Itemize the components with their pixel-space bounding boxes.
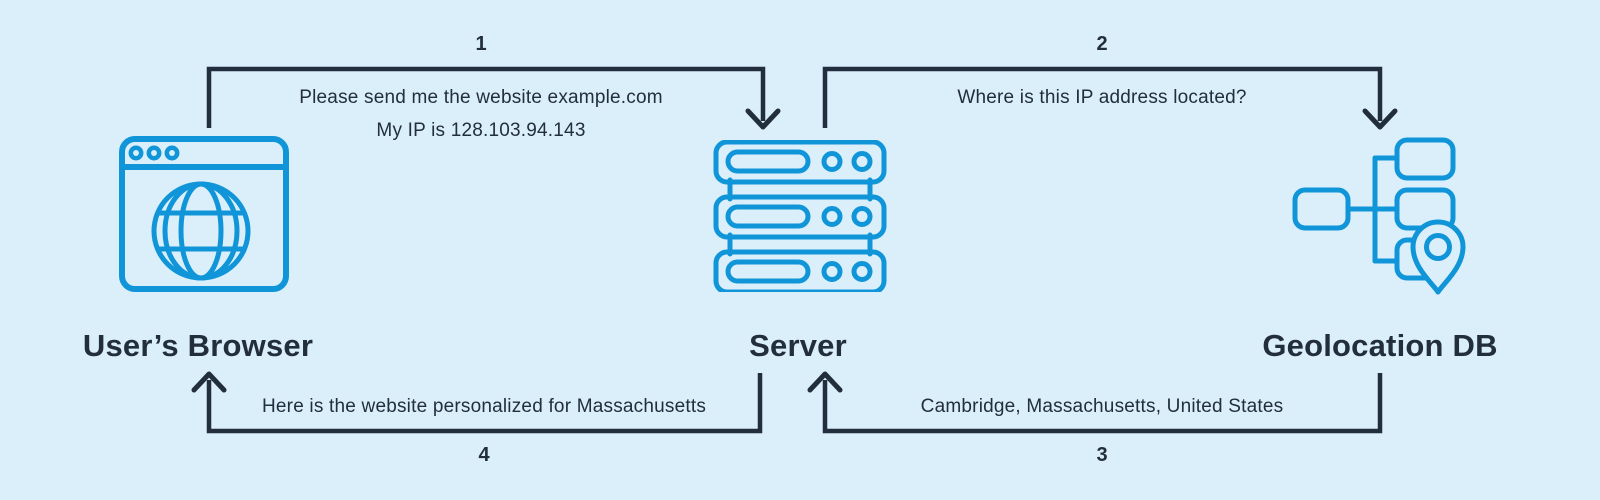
flow-4-message-line-1: Here is the website personalized for Mas… [261,396,707,417]
entity-label-geolocation-db: Geolocation DB [1262,328,1498,363]
flow-1-arrow [206,66,781,130]
server-row [713,140,887,185]
flow-1-message-line-1: Please send me the website example.com [299,87,663,108]
server-row [713,249,887,292]
entity-label-users-browser: User’s Browser [82,328,314,363]
entity-label-server: Server [749,328,847,363]
flow-4-arrow [191,371,763,434]
flow-2-arrow [822,66,1398,130]
flow-3-step-number: 3 [1096,444,1108,466]
flow-3-arrow [807,371,1383,434]
server-stack-icon [713,140,887,292]
flow-1-message-line-2: My IP is 128.103.94.143 [376,120,586,141]
flow-2-step-number: 2 [1096,33,1108,55]
geolocation-db-icon [1292,137,1466,295]
flow-4-step-number: 4 [478,444,490,466]
globe-glyph [151,181,251,281]
browser-globe-icon [119,136,289,292]
server-row [713,194,887,240]
flow-1-step-number: 1 [475,33,487,55]
location-pin-icon [1410,219,1466,295]
flow-3-message-line-1: Cambridge, Massachusetts, United States [920,396,1284,417]
flow-2-message-line-1: Where is this IP address located? [957,87,1247,108]
